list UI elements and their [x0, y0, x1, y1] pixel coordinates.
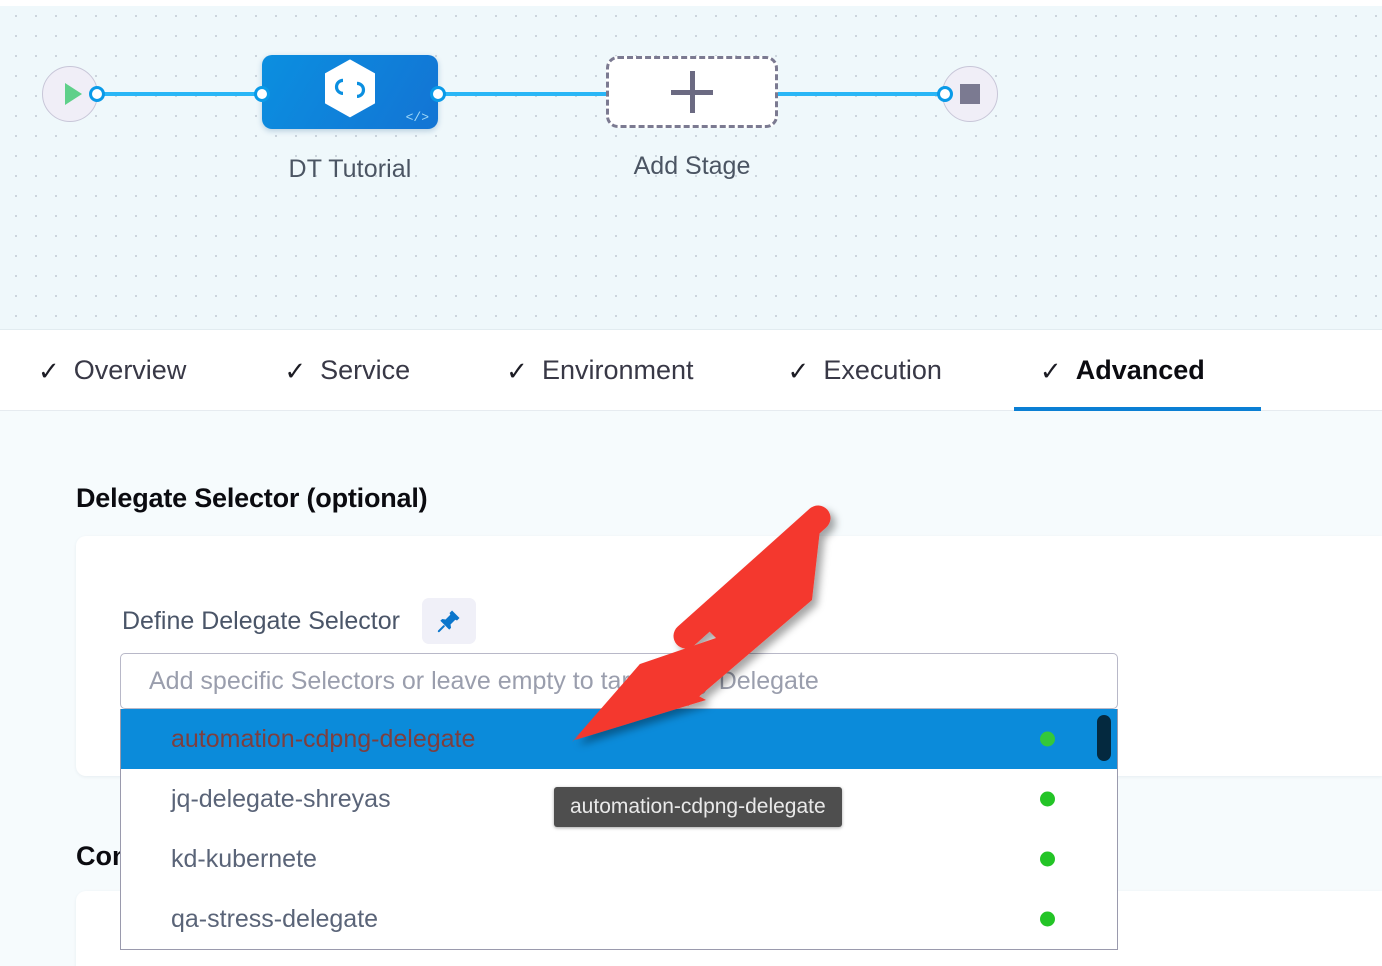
tab-advanced[interactable]: ✓ Advanced	[1013, 331, 1261, 412]
tab-label: Environment	[541, 355, 694, 385]
pin-button[interactable]	[421, 598, 476, 644]
tab-label: Service	[320, 355, 411, 385]
tab-overview[interactable]: ✓ Overview	[12, 331, 212, 411]
status-dot-icon	[1040, 911, 1055, 927]
port-stage-out[interactable]	[430, 86, 446, 102]
stage-config-tabbar: ✓ Overview ✓ Service ✓ Environment ✓ Exe…	[0, 331, 1382, 412]
add-stage-label: Add Stage	[633, 152, 751, 180]
pipeline-canvas[interactable]: </> DT Tutorial Add Stage	[0, 0, 1382, 330]
check-icon: ✓	[1039, 355, 1062, 386]
play-icon	[64, 83, 82, 105]
check-icon: ✓	[787, 355, 810, 386]
define-delegate-selector-row: Define Delegate Selector	[122, 598, 476, 644]
tab-execution[interactable]: ✓ Execution	[762, 331, 968, 411]
connector-start-to-stage	[96, 92, 268, 96]
connector-add-to-end	[772, 92, 950, 96]
pin-icon	[437, 610, 460, 633]
delegate-option-qa-stress-delegate[interactable]: qa-stress-delegate	[121, 889, 1117, 949]
port-start-out[interactable]	[89, 86, 105, 102]
delegate-option-automation-cdpng-delegate[interactable]: automation-cdpng-delegate	[121, 709, 1117, 769]
harness-hexagon-icon	[325, 59, 375, 118]
delegate-option-jq-delegate-shreyas[interactable]: jq-delegate-shreyas	[121, 769, 1117, 829]
pipeline-start-node[interactable]	[42, 66, 98, 122]
tab-label: Advanced	[1075, 355, 1205, 385]
connector-stage-to-add	[434, 92, 610, 96]
delegate-selector-placeholder: Add specific Selectors or leave empty to…	[149, 666, 819, 695]
option-label: jq-delegate-shreyas	[171, 784, 391, 813]
stage-node-dt-tutorial[interactable]: </>	[262, 55, 438, 129]
delegate-option-kd-kubernete[interactable]: kd-kubernete	[121, 829, 1117, 889]
delegate-options-list[interactable]: automation-cdpng-delegate jq-delegate-sh…	[120, 709, 1118, 950]
tab-label: Execution	[823, 355, 942, 385]
stage-node-label: DT Tutorial	[288, 155, 412, 183]
canvas-top-edge	[0, 0, 1382, 6]
status-dot-icon	[1040, 731, 1055, 747]
delegate-option-tooltip: automation-cdpng-delegate	[554, 787, 842, 827]
option-label: automation-cdpng-delegate	[171, 724, 476, 753]
tab-label: Overview	[73, 355, 187, 385]
check-icon: ✓	[284, 355, 307, 386]
check-icon: ✓	[506, 355, 528, 386]
port-stage-in[interactable]	[254, 86, 270, 102]
delegate-selector-heading: Delegate Selector (optional)	[76, 483, 428, 513]
dropdown-scrollbar-thumb[interactable]	[1097, 715, 1111, 761]
tab-service[interactable]: ✓ Service	[258, 331, 436, 411]
check-icon: ✓	[38, 355, 60, 386]
status-dot-icon	[1040, 851, 1055, 867]
option-label: kd-kubernete	[171, 844, 317, 873]
tab-environment[interactable]: ✓ Environment	[480, 331, 719, 411]
stop-icon	[960, 84, 980, 104]
code-icon: </>	[405, 110, 429, 125]
port-end-in[interactable]	[937, 86, 953, 102]
delegate-selector-input[interactable]: Add specific Selectors or leave empty to…	[120, 653, 1118, 709]
plus-icon	[671, 71, 713, 113]
status-dot-icon	[1040, 791, 1055, 807]
option-label: qa-stress-delegate	[171, 904, 379, 933]
add-stage-node[interactable]	[606, 56, 778, 128]
define-delegate-selector-label: Define Delegate Selector	[122, 606, 400, 635]
